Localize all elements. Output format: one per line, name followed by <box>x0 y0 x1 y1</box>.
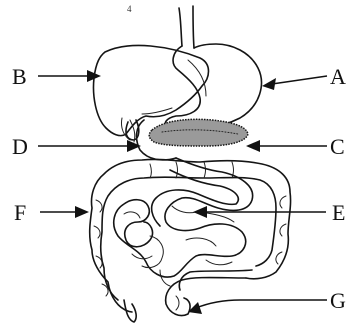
label-a-stomach: A <box>262 64 346 90</box>
label-b: B <box>12 64 27 89</box>
label-g-rectum: G <box>188 288 346 314</box>
label-f-large-intestine: F <box>14 200 89 225</box>
label-c: C <box>330 134 345 159</box>
label-c-pancreas: C <box>246 134 345 159</box>
corner-mark: 4 <box>127 4 132 14</box>
pancreas <box>149 119 248 146</box>
label-b-liver: B <box>12 64 101 89</box>
label-d: D <box>12 134 28 159</box>
oesophagus <box>179 6 194 48</box>
label-e-small-intestine: E <box>193 200 345 225</box>
label-g: G <box>330 288 346 313</box>
label-d-duodenum: D <box>12 134 141 159</box>
large-intestine <box>90 159 291 312</box>
label-f: F <box>14 200 26 225</box>
label-e: E <box>332 200 345 225</box>
rectum <box>166 270 252 316</box>
stomach <box>165 44 261 130</box>
label-a: A <box>330 64 346 89</box>
